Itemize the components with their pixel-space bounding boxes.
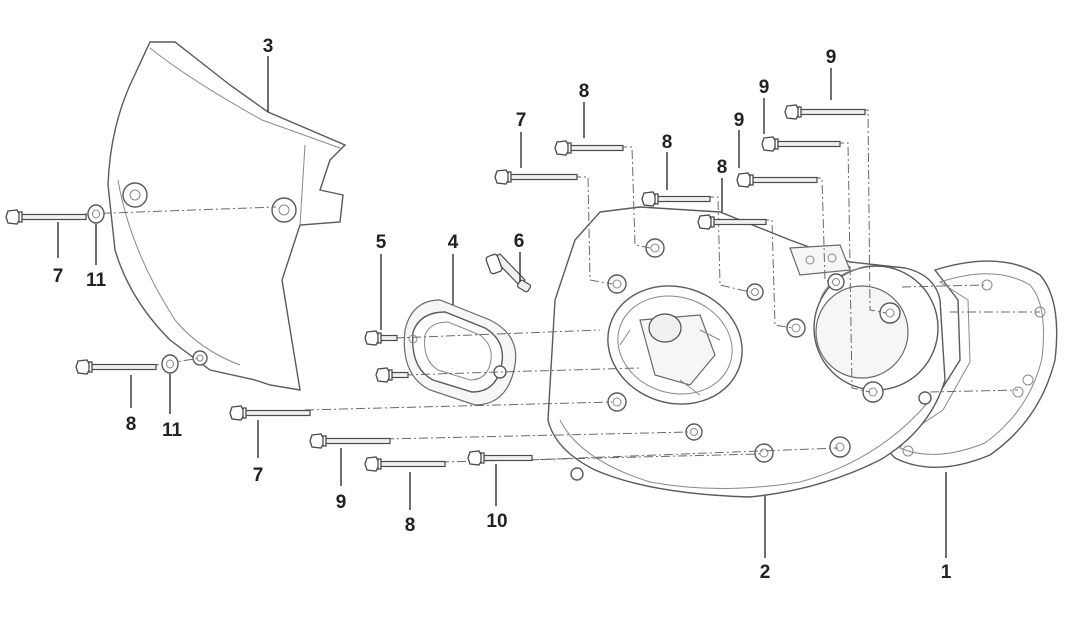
callout-9-lower: 9	[336, 492, 347, 513]
sprocket-cover-part-3	[107, 41, 347, 391]
washer-part-11-upper	[87, 204, 105, 224]
callout-11-lower: 11	[162, 420, 183, 441]
bolt-9-top-c	[784, 104, 866, 120]
callout-8-top-a: 8	[579, 81, 590, 102]
bolt-9-lower	[309, 433, 391, 449]
washer-part-11-lower	[161, 354, 179, 374]
fasteners	[5, 104, 866, 472]
callout-8-lower: 8	[405, 515, 416, 536]
bolt-8-lower	[364, 456, 446, 472]
callout-labels: 3 7 11 8 11 7 9 8 10 5 4 6 7 8 8 8 9 9 9…	[53, 36, 952, 583]
callout-9-top-b: 9	[759, 77, 770, 98]
screw-5-lower	[375, 367, 409, 383]
bolt-9-top-b	[761, 136, 841, 152]
callout-8-top-b: 8	[662, 132, 673, 153]
bolt-8-top-c	[697, 214, 767, 230]
bolt-10	[467, 450, 533, 466]
callout-5: 5	[376, 232, 387, 253]
callout-10: 10	[486, 511, 507, 532]
primary-cover-part-2	[547, 206, 946, 498]
bolt-8-top-a	[554, 140, 624, 156]
callout-2: 2	[760, 562, 771, 583]
bolt-8-top-b	[641, 191, 711, 207]
callout-3: 3	[263, 36, 274, 57]
callout-11-upper: 11	[86, 270, 107, 291]
callout-9-top-c: 9	[826, 47, 837, 68]
fitting-part-6	[485, 253, 532, 293]
callout-6: 6	[514, 231, 525, 252]
callout-4: 4	[448, 232, 459, 253]
callout-1: 1	[941, 562, 952, 583]
callout-8-top-c: 8	[717, 157, 728, 178]
bolt-8-left	[75, 359, 157, 375]
callout-7-left: 7	[53, 266, 64, 287]
bolt-9-top-a	[736, 172, 818, 188]
inspection-cover-part-4	[403, 299, 517, 406]
bolt-7-left	[5, 209, 87, 225]
callout-7-top: 7	[516, 110, 527, 131]
callout-9-top-a: 9	[734, 110, 745, 131]
callout-7-lower: 7	[253, 465, 264, 486]
callout-8-left: 8	[126, 414, 137, 435]
bolt-7-top	[494, 169, 578, 185]
leader-lines	[57, 56, 947, 558]
bolt-7-lower	[229, 405, 311, 421]
screw-5-upper	[364, 330, 398, 346]
